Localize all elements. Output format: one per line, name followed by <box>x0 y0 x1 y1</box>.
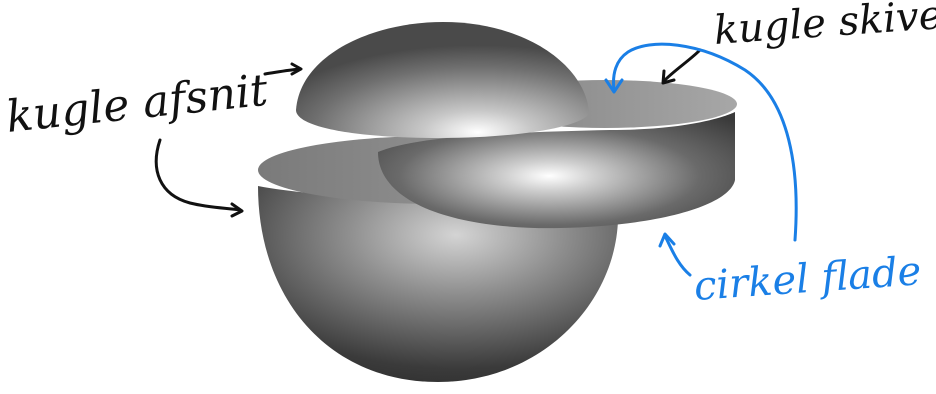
arrow-kugle-skive <box>661 48 702 85</box>
label-cirkel-flade: cirkel flade <box>692 248 922 310</box>
label-kugle-skive: kugle skive <box>712 0 936 54</box>
arrow-kugle-afsnit-to-cap <box>263 62 303 76</box>
label-kugle-afsnit: kugle afsnit <box>4 65 271 143</box>
sphere-cap <box>296 22 589 138</box>
arrow-kugle-afsnit-to-sphere <box>154 138 244 218</box>
arrow-cirkel-flade-to-main-disc <box>658 232 692 277</box>
arrow-cirkel-flade-to-slice-disc <box>604 42 798 242</box>
